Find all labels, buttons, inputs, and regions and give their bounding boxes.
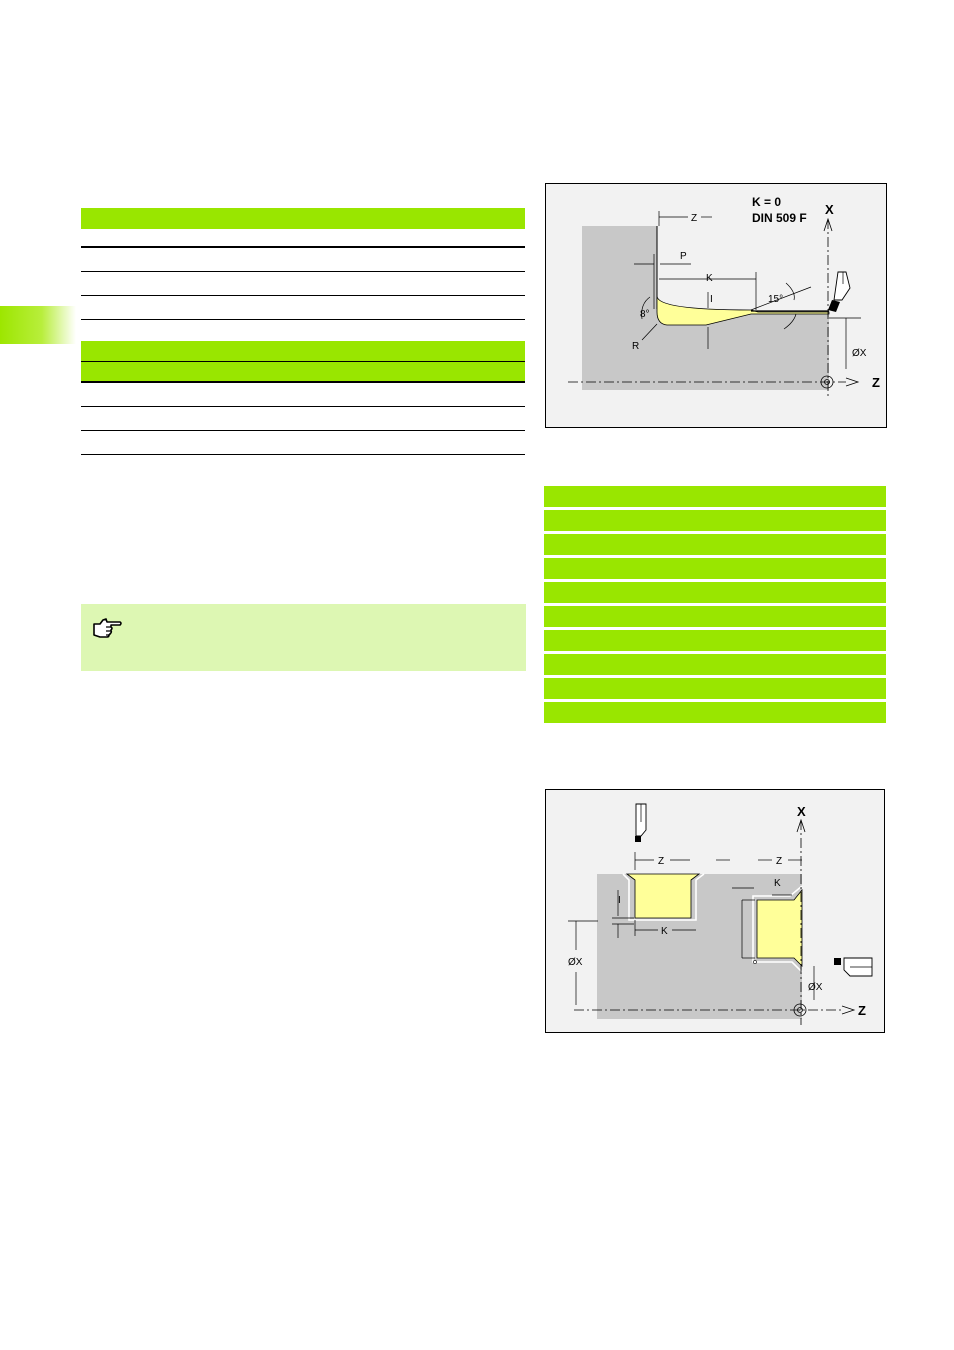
undercut-drawing: X Z K = 0 DIN 509 F Z P K I 15° 8° R xyxy=(568,195,880,399)
axis-z-label: Z xyxy=(872,375,880,390)
dim-z-right-label: Z xyxy=(776,856,782,867)
dim-r-label: R xyxy=(632,341,639,352)
dim-k-left-label: K xyxy=(661,926,668,937)
table-subheader xyxy=(81,229,525,248)
list-item xyxy=(544,606,886,627)
list-item xyxy=(544,678,886,699)
axis-x-label: X xyxy=(825,202,834,217)
parameter-table-2 xyxy=(81,341,525,455)
dim-diam-x-left-label: ØX xyxy=(568,957,583,968)
k-equals-label: K = 0 xyxy=(752,195,781,209)
dim-diam-x-right-label: ØX xyxy=(808,982,823,993)
dim-i-label: I xyxy=(710,294,713,305)
parameter-table-1 xyxy=(81,208,525,320)
axis-x-label: X xyxy=(797,804,806,819)
green-bar-list xyxy=(544,486,886,726)
list-item xyxy=(544,510,886,531)
list-item xyxy=(544,534,886,555)
dim-z-left-label: Z xyxy=(658,856,664,867)
table-header xyxy=(81,208,525,229)
table-header xyxy=(81,341,525,362)
table-row xyxy=(81,272,525,296)
list-item xyxy=(544,654,886,675)
dim-diam-x-label: ØX xyxy=(852,348,867,359)
axis-z-label: Z xyxy=(858,1003,866,1018)
list-item xyxy=(544,630,886,651)
dim-k-right-label: K xyxy=(774,878,781,889)
din-label: DIN 509 F xyxy=(752,211,807,225)
pointing-hand-icon xyxy=(93,618,122,638)
dim-k-label: K xyxy=(706,273,713,284)
table-row xyxy=(81,431,525,455)
table-row xyxy=(81,407,525,431)
table-subheader xyxy=(81,362,525,383)
undercut-figure: X Z K = 0 DIN 509 F Z P K I 15° 8° R xyxy=(545,183,887,428)
list-item xyxy=(544,558,886,579)
dim-z-label: Z xyxy=(691,213,697,224)
recess-drawing: X Z Z Z K ØX I xyxy=(568,803,873,1025)
list-item xyxy=(544,582,886,603)
recess-figure: X Z Z Z K ØX I xyxy=(545,789,885,1033)
list-item xyxy=(544,486,886,507)
table-row xyxy=(81,383,525,407)
dim-p-label: P xyxy=(680,251,687,262)
angle-15-label: 15° xyxy=(768,294,783,305)
table-row xyxy=(81,296,525,320)
angle-8-label: 8° xyxy=(640,309,650,320)
table-row xyxy=(81,248,525,272)
dim-i-label: I xyxy=(618,895,621,906)
chapter-tab xyxy=(0,306,76,344)
list-item xyxy=(544,702,886,723)
note-box xyxy=(81,604,526,671)
